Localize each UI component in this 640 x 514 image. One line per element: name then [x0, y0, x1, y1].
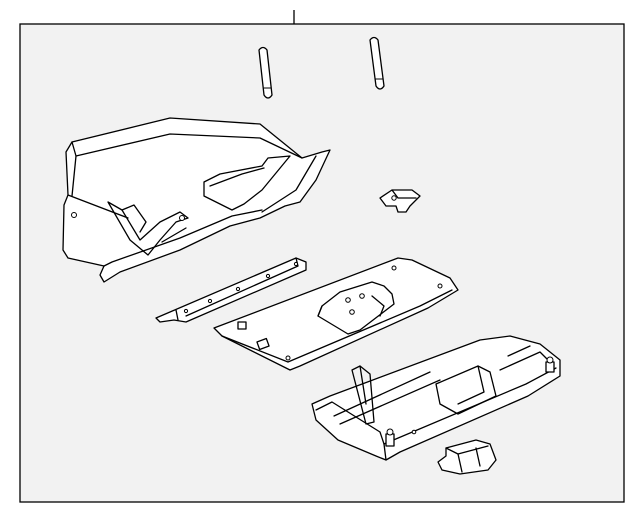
glove-box-housing-icon — [62, 117, 331, 283]
door-inner-panel-icon — [213, 257, 459, 371]
glove-box-door-icon — [311, 335, 561, 461]
latch-striker-icon — [437, 439, 497, 475]
pin-icon — [369, 36, 385, 90]
pin-icon — [258, 46, 273, 99]
bracket-clip-icon — [379, 189, 421, 213]
mounting-strip-icon — [155, 257, 307, 323]
